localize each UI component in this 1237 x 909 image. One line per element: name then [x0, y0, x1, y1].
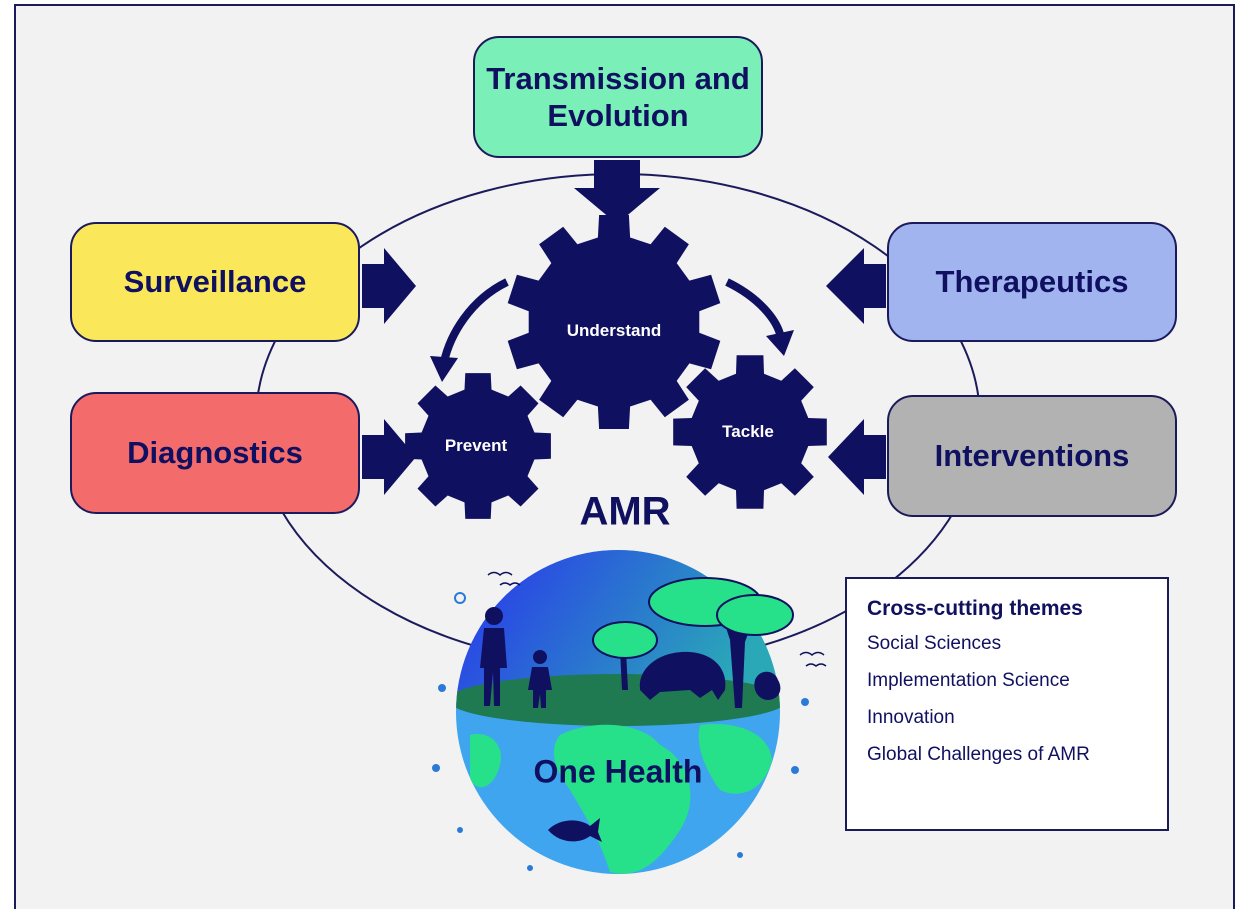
- decor-dot-1: [438, 684, 446, 692]
- tree-canopy-small: [592, 621, 658, 659]
- theme-item: Social Sciences: [867, 633, 1002, 654]
- box-interventions: Interventions: [887, 395, 1177, 517]
- theme-item: Innovation: [867, 707, 955, 728]
- chicken-silhouette: [754, 671, 781, 700]
- landmass-left: [470, 734, 501, 788]
- bird-left: [487, 571, 513, 576]
- decor-ring: [454, 592, 466, 604]
- theme-item: Implementation Science: [867, 670, 1070, 691]
- one-health-label: One Health: [533, 753, 703, 790]
- decor-dot-3: [457, 827, 463, 833]
- fish-silhouette: [548, 818, 602, 842]
- amr-label: AMR: [579, 489, 671, 534]
- curved-arrow-right: [725, 278, 784, 336]
- landmass-right: [698, 724, 772, 794]
- box-transmission-evolution: Transmission and Evolution: [473, 36, 763, 158]
- arrow-surveillance-right: [362, 248, 416, 324]
- gear-label-understand: Understand: [566, 321, 662, 340]
- curved-arrow-left: [440, 278, 509, 363]
- africa-shape: [553, 724, 691, 874]
- gear-label-tackle: Tackle: [722, 422, 774, 441]
- arrow-therapeutics-left: [826, 248, 886, 324]
- arrow-interventions-left: [828, 419, 886, 495]
- bird-right-2: [805, 663, 827, 667]
- decor-dot-2: [432, 764, 440, 772]
- animal-silhouette: [639, 651, 726, 700]
- gear-understand: [507, 215, 721, 429]
- box-therapeutics: Therapeutics: [887, 222, 1177, 342]
- theme-item: Global Challenges of AMR: [867, 744, 1090, 765]
- decor-dot-7: [527, 865, 533, 871]
- tree-trunk-small: [620, 650, 628, 690]
- bird-left-2: [499, 582, 521, 586]
- decor-dot-5: [791, 766, 799, 774]
- decor-dot-6: [737, 852, 743, 858]
- gear-label-prevent: Prevent: [444, 436, 508, 455]
- decor-dot-4: [801, 698, 809, 706]
- arrow-diagnostics-right: [362, 419, 416, 495]
- people-silhouette: [480, 607, 552, 708]
- arrow-transmission-down: [574, 160, 660, 224]
- curved-arrow-right-head: [766, 330, 794, 356]
- gear-tackle: [673, 355, 827, 509]
- themes-title: Cross-cutting themes: [867, 597, 1083, 620]
- box-surveillance: Surveillance: [70, 222, 360, 342]
- box-diagnostics: Diagnostics: [70, 392, 360, 514]
- cross-cutting-themes-panel: Cross-cutting themes Social Sciences Imp…: [845, 577, 1169, 831]
- gear-prevent: [405, 373, 551, 519]
- one-health-globe: [432, 550, 827, 874]
- tree-canopy-large-2: [716, 594, 794, 636]
- curved-arrow-left-head: [430, 356, 458, 382]
- bird-right: [799, 651, 825, 656]
